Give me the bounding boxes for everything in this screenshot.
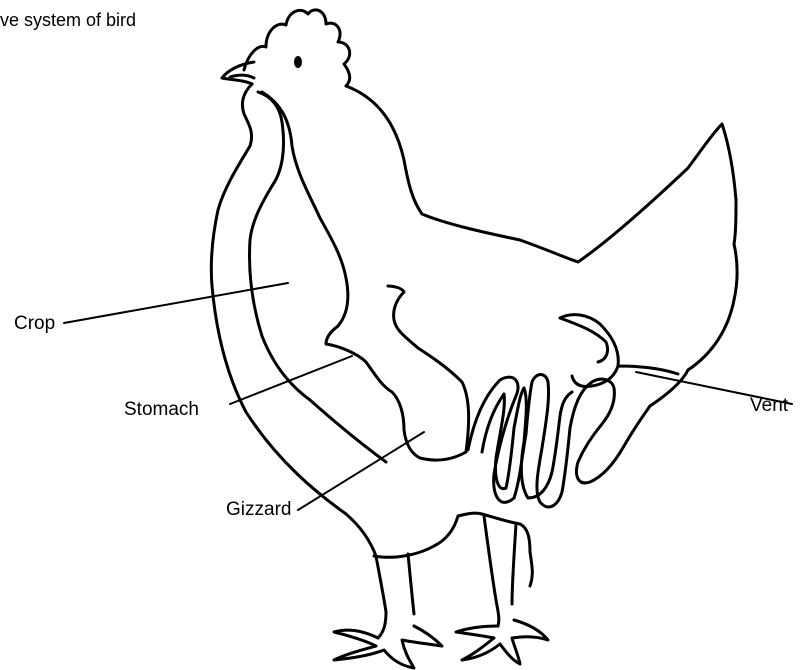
gut-outline bbox=[262, 92, 469, 460]
back-outline bbox=[346, 86, 737, 370]
eye bbox=[294, 56, 302, 68]
stomach-label: Stomach bbox=[124, 400, 199, 419]
gizzard-label: Gizzard bbox=[226, 500, 291, 519]
comb-outline bbox=[244, 10, 350, 86]
intestine-outline bbox=[468, 375, 650, 507]
esophagus-outline bbox=[250, 92, 387, 462]
stomach-leader-line bbox=[230, 356, 352, 404]
right-foot-outline bbox=[456, 620, 548, 664]
beak-outline bbox=[222, 62, 254, 84]
left-foot-outline bbox=[334, 626, 442, 668]
left-leg-outline bbox=[376, 554, 414, 638]
beak-line bbox=[230, 75, 254, 78]
intestine-inner-outline bbox=[482, 388, 572, 498]
belly-outline bbox=[374, 513, 532, 586]
crop-label: Crop bbox=[14, 314, 55, 333]
vent-outline bbox=[560, 315, 688, 406]
right-leg-outline bbox=[484, 516, 516, 626]
vent-label: Vent bbox=[750, 396, 788, 415]
